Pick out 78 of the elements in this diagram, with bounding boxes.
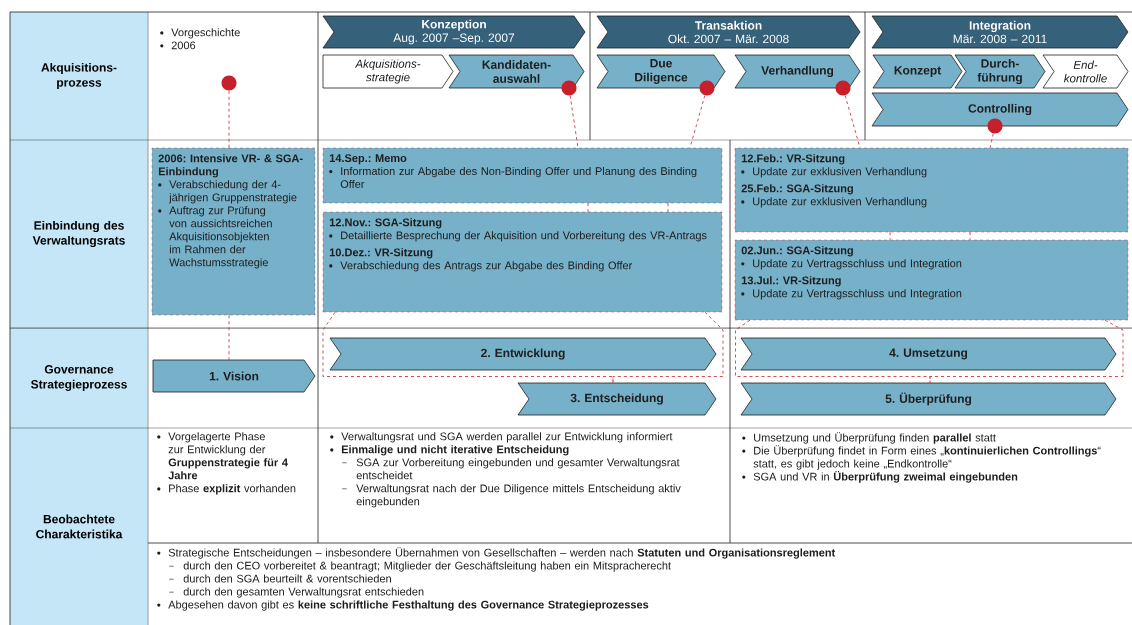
step-banner: 2. Entwicklung [329,337,717,371]
step-banner: 5. Überprüfung [740,382,1117,416]
step-banner: Due Diligence [596,54,726,89]
row-header-cell: Einbindung des Verwaltungsrats [10,140,148,328]
connector-line [929,319,1124,384]
marker-dot [561,80,577,96]
sub-item: Verwaltungsrat nach der Due Diligence mittels Entscheidung aktiv eingebunden [342,484,681,508]
connector-line [667,202,669,213]
connector-line [612,311,724,384]
marker-dot [835,80,851,96]
list-item: Abgesehen davon gibt es keine schriftliche Festhaltung des Governance Strategieprozesses [157,600,649,611]
node-label: Einbindung des Verwaltungsrats [32,220,125,248]
list-item: Update zur exklusiven Verhandlung [741,197,927,208]
marker-dot [699,80,715,96]
row-header-cell: Akquisitions- prozess [10,12,148,140]
list-item: Verwaltungsrat und SGA werden parallel zur Entwicklung informiert [330,432,673,443]
list-item: Detaillierte Besprechung der Akquisition und Vorbereitung des VR-Antrags [329,231,707,242]
meeting-heading: 14.Sep.: Memo [329,154,407,165]
marker-dot [221,75,237,91]
connector-line [844,95,861,149]
meeting-box [734,239,1129,321]
connector-line [587,202,589,213]
list-item: Information zur Abgabe des Non-Binding Offer und Planung des Binding Offer [329,166,697,188]
step-banner: 1. Vision [152,359,316,393]
sub-item: SGA zur Vorbereitung eingebunden und gesamter Verwaltungsrat entscheidet [342,458,680,480]
step-banner: End- kontrolle [1042,54,1129,89]
row-header-cell: Beobachtete Charakteristika [10,428,148,625]
connector-line [228,314,230,361]
row-header-cell: Governance Strategieprozess [10,328,148,428]
phase-banner: Konzeption Aug. 2007 –Sep. 2007 [322,15,586,49]
list-item: Phase explizit vorhanden [157,484,296,495]
meeting-box [734,147,1129,233]
meeting-heading: 25.Feb.: SGA-Sitzung [741,184,853,195]
meeting-box [151,147,316,316]
meeting-heading: 12.Nov.: SGA-Sitzung [329,218,442,229]
connector-line [689,95,706,149]
node-label: Akquisitions- prozess [41,62,117,90]
list-item: Update zu Vertragsschluss und Integration [741,259,962,270]
meeting-heading: 02.Jun.: SGA-Sitzung [741,246,853,257]
list-item: SGA und VR in Überprüfung zweimal eingebunden [742,471,1018,483]
sub-item: durch den CEO vorbereitet & beantragt; Mitglieder der Geschäftsleitung haben ein Mitspracherecht [169,561,671,572]
list-item: Vorgeschichte [160,28,240,39]
step-banner: Akquisitions- strategie [322,54,454,89]
meeting-box [322,147,723,204]
list-item: Verabschiedung des Antrags zur Abgabe des Binding Offer [329,261,633,272]
sub-item: durch den SGA beurteilt & vorentschieden [169,574,391,583]
connector-line [889,231,891,241]
step-banner: Controlling [871,92,1129,127]
connector-line [989,133,994,149]
step-banner: Kandidaten- auswahl [448,54,585,89]
list-item: Verabschiedung der 4-jährigen Gruppenstrategie [158,180,297,204]
meeting-heading: 13.Jul.: VR-Sitzung [741,276,841,287]
list-item: Umsetzung und Überprüfung finden parallel statt [742,432,996,444]
list-item: Update zur exklusiven Verhandlung [741,167,927,178]
node-label: Governance Strategieprozess [31,365,127,391]
list-item: 2006 [160,41,196,50]
phase-banner: Transaktion Okt. 2007 – Mär. 2008 [596,15,861,49]
connector-line [228,90,230,149]
sub-item: durch den gesamten Verwaltungsrat entschieden [169,587,424,598]
meeting-heading: 2006: Intensive VR- & SGA-Einbindung [158,154,303,178]
phase-banner: Integration Mär. 2008 – 2011 [871,15,1129,49]
step-banner: 3. Entscheidung [517,382,717,416]
list-item: Auftrag zur Prüfung von aussichtsreichen Akquisitionsobjekten im Rahmen der Wachstumsstrategie [158,206,272,269]
meeting-heading: 12.Feb.: VR-Sitzung [741,154,845,165]
list-item: Strategische Entscheidungen – insbesondere Übernahmen von Gesellschaften – werden nach Statuten und Organisationsreglement [157,547,836,559]
marker-dot [987,118,1003,134]
connector-line [569,95,579,149]
step-banner: Durch- führung [954,54,1046,89]
node-label: Beobachtete Charakteristika [36,514,123,539]
meeting-heading: 10.Dez.: VR-Sitzung [329,248,433,259]
step-banner: 4. Umsetzung [740,337,1117,371]
list-item: Einmalige und nicht iterative Entscheidung [330,445,569,456]
list-item: Die Überprüfung findet in Form eines „kontinuierlichen Controllings“ statt, es gibt jedoch keine „Endkontrolle“ [742,445,1101,470]
list-item: Update zu Vertragsschluss und Integration [741,289,962,300]
meeting-box [322,211,723,313]
connector-line [969,231,971,241]
step-banner: Konzept [872,54,963,89]
step-banner: Verhandlung [734,54,861,89]
